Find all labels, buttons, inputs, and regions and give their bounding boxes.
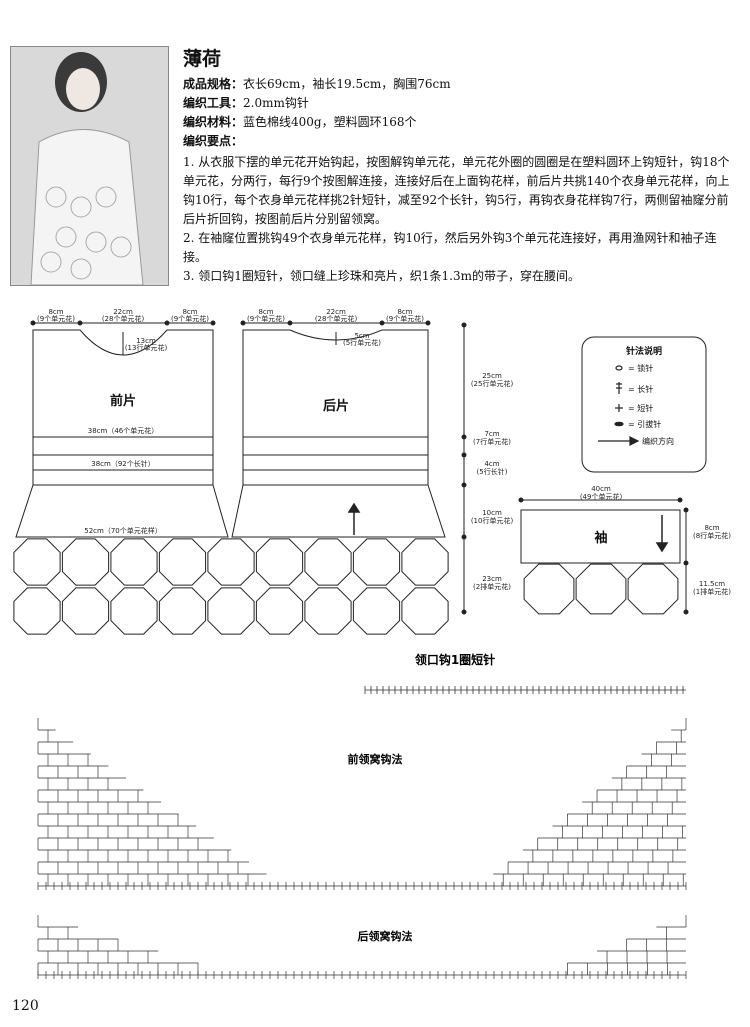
motif-octagon xyxy=(255,538,304,586)
svg-text:(5行长针): (5行长针) xyxy=(477,467,508,476)
front-neck-title: 前领窝钩法 xyxy=(348,752,403,766)
motif-octagon xyxy=(575,563,627,615)
svg-text:(2排单元花): (2排单元花) xyxy=(473,582,511,591)
dim-hem: 52cm（70个单元花样） xyxy=(84,526,161,535)
svg-text:(9个单元花): (9个单元花) xyxy=(37,314,75,323)
instructions: 1. 从衣服下摆的单元花开始钩起，按图解钩单元花，单元花外圈的圆圈是在塑料圆环上… xyxy=(183,153,738,286)
dim-back-neck: 5cm xyxy=(354,332,369,340)
pattern-title: 薄荷 xyxy=(183,48,222,70)
dim-sleeve-width: 40cm xyxy=(591,485,611,493)
motif-octagon xyxy=(352,587,401,635)
dim-back-left: 8cm xyxy=(258,308,273,316)
legend-sc: = 短针 xyxy=(628,403,653,413)
motif-octagon xyxy=(61,587,110,635)
motif-octagon xyxy=(352,538,401,586)
motif-octagon xyxy=(304,538,352,586)
motif-octagon xyxy=(158,587,207,635)
legend-direction: 编织方向 xyxy=(642,436,674,446)
svg-text:(5行单元花): (5行单元花) xyxy=(343,338,381,347)
svg-text:(9个单元花): (9个单元花) xyxy=(247,314,285,323)
dim-front-neck: 13cm xyxy=(136,337,156,345)
svg-text:(49个单元花): (49个单元花) xyxy=(580,492,623,501)
motif-octagon xyxy=(13,538,61,586)
svg-text:(28个单元花): (28个单元花) xyxy=(315,314,358,323)
page-number: 120 xyxy=(12,998,39,1014)
dim-h2: 7cm xyxy=(484,430,499,438)
motif-octagon xyxy=(401,538,449,586)
motif-octagon xyxy=(207,587,255,635)
spec-material: 编织材料：蓝色棉线400g，塑料圆环168个 xyxy=(183,115,417,129)
svg-text:(8行单元花): (8行单元花) xyxy=(693,531,731,540)
front-piece-label: 前片 xyxy=(110,393,136,409)
motif-octagon xyxy=(110,587,158,635)
legend-slip: = 引拔针 xyxy=(628,419,661,429)
sleeve-label: 袖 xyxy=(594,530,607,546)
svg-text:(9个单元花): (9个单元花) xyxy=(171,314,209,323)
motif-octagon xyxy=(61,538,110,586)
dim-sleeve-h2: 11.5cm xyxy=(699,580,725,588)
svg-text:(13行单元花): (13行单元花) xyxy=(125,343,168,352)
legend-dc: = 长针 xyxy=(628,384,653,394)
motif-octagon xyxy=(110,538,158,586)
neck-title: 领口钩1圈短针 xyxy=(415,652,495,667)
dim-h1: 25cm xyxy=(482,372,502,380)
dim-front-mid: 22cm xyxy=(113,308,133,316)
motif-octagon xyxy=(207,538,255,586)
dim-back-right: 8cm xyxy=(397,308,412,316)
dim-back-mid: 22cm xyxy=(326,308,346,316)
motif-octagon xyxy=(255,587,304,635)
dim-front-left: 8cm xyxy=(48,308,63,316)
motif-octagon xyxy=(627,563,679,615)
motif-octagon xyxy=(158,538,207,586)
motif-octagon xyxy=(523,563,575,615)
dim-waist-1: 38cm（46个单元花） xyxy=(88,426,158,435)
svg-text:(1排单元花): (1排单元花) xyxy=(693,587,731,596)
legend-title: 针法说明 xyxy=(626,345,662,357)
back-piece-label: 后片 xyxy=(323,398,349,414)
svg-text:(7行单元花): (7行单元花) xyxy=(473,437,511,446)
step-1: 1. 从衣服下摆的单元花开始钩起，按图解钩单元花，单元花外圈的圆圈是在塑料圆环上… xyxy=(183,155,730,226)
dim-waist-2: 38cm（92个长针） xyxy=(91,459,154,468)
spec-size: 成品规格：衣长69cm，袖长19.5cm，胸围76cm xyxy=(183,77,451,91)
dim-h4: 10cm xyxy=(482,509,502,517)
step-2: 2. 在袖窿位置挑钩49个衣身单元花样，钩10行，然后另外钩3个单元花连接好，再… xyxy=(183,231,717,264)
step-3: 3. 领口钩1圈短针，领口缝上珍珠和亮片，织1条1.3m的带子，穿在腰间。 xyxy=(183,269,580,283)
svg-text:(28个单元花): (28个单元花) xyxy=(102,314,145,323)
legend-chain: = 锁针 xyxy=(628,363,653,373)
dim-front-right: 8cm xyxy=(182,308,197,316)
spec-tool: 编织工具：2.0mm钩针 xyxy=(183,96,309,110)
back-neck-title: 后领窝钩法 xyxy=(358,929,413,943)
dim-h5: 23cm xyxy=(482,575,502,583)
svg-text:(10行单元花): (10行单元花) xyxy=(471,516,514,525)
spec-points: 编织要点： xyxy=(183,134,244,148)
dim-sleeve-h1: 8cm xyxy=(704,524,719,532)
model-photo xyxy=(10,46,169,286)
motif-octagon xyxy=(304,587,352,635)
svg-text:(25行单元花): (25行单元花) xyxy=(471,379,514,388)
motif-octagon xyxy=(401,587,449,635)
svg-text:(9个单元花): (9个单元花) xyxy=(386,314,424,323)
motif-octagon xyxy=(13,587,61,635)
dim-h3: 4cm xyxy=(484,460,499,468)
